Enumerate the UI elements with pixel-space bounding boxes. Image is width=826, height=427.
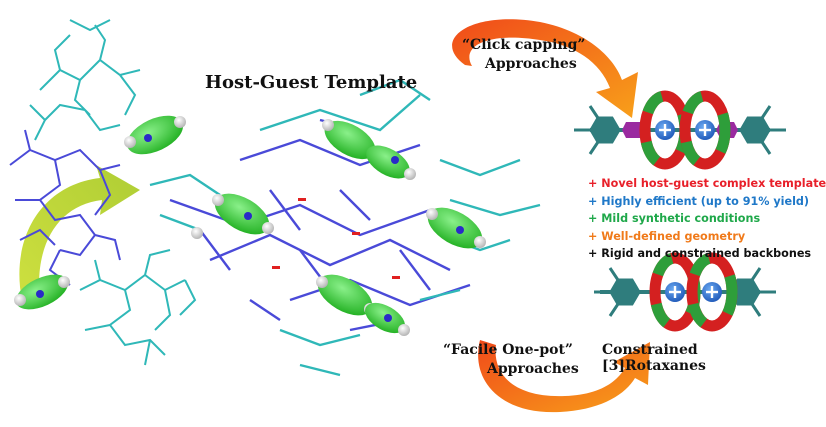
host-guest-lattice (149, 78, 541, 377)
rotaxanes-label: Constrained [3]Rotaxanes (602, 342, 706, 374)
rotaxane-bottom (594, 252, 776, 332)
facile-approaches-label: Approaches (487, 361, 579, 377)
facile-one-pot-label: “Facile One-pot” (443, 342, 573, 358)
scheme-graphic (9, 19, 786, 413)
guest-molecule-top-left (124, 115, 186, 155)
guest-molecule-bottom-left (14, 274, 70, 310)
facile-one-pot-arrow (478, 340, 650, 413)
advantages-list: + Novel host-guest complex template + Hi… (588, 175, 826, 263)
advantage-item: + Well-defined geometry (588, 229, 746, 243)
host-molecule-cyan-bottom (79, 249, 197, 366)
host-molecule-cyan-top (29, 19, 141, 141)
advantage-item: + Mild synthetic conditions (588, 212, 761, 225)
advantage-item: + Highly efficient (up to 91% yield) (588, 194, 810, 208)
advantage-item: + Rigid and constrained backbones (588, 247, 812, 260)
advantage-item: + Novel host-guest complex template (588, 177, 826, 190)
host-guest-title: Host-Guest Template (205, 72, 418, 93)
rotaxane-top (574, 90, 786, 170)
template-arrow (19, 165, 140, 300)
click-capping-approaches-label: Approaches (485, 56, 577, 72)
click-capping-arrow (452, 19, 638, 119)
host-molecule-blue-left (9, 129, 121, 286)
click-capping-label: “Click capping” (462, 37, 586, 53)
